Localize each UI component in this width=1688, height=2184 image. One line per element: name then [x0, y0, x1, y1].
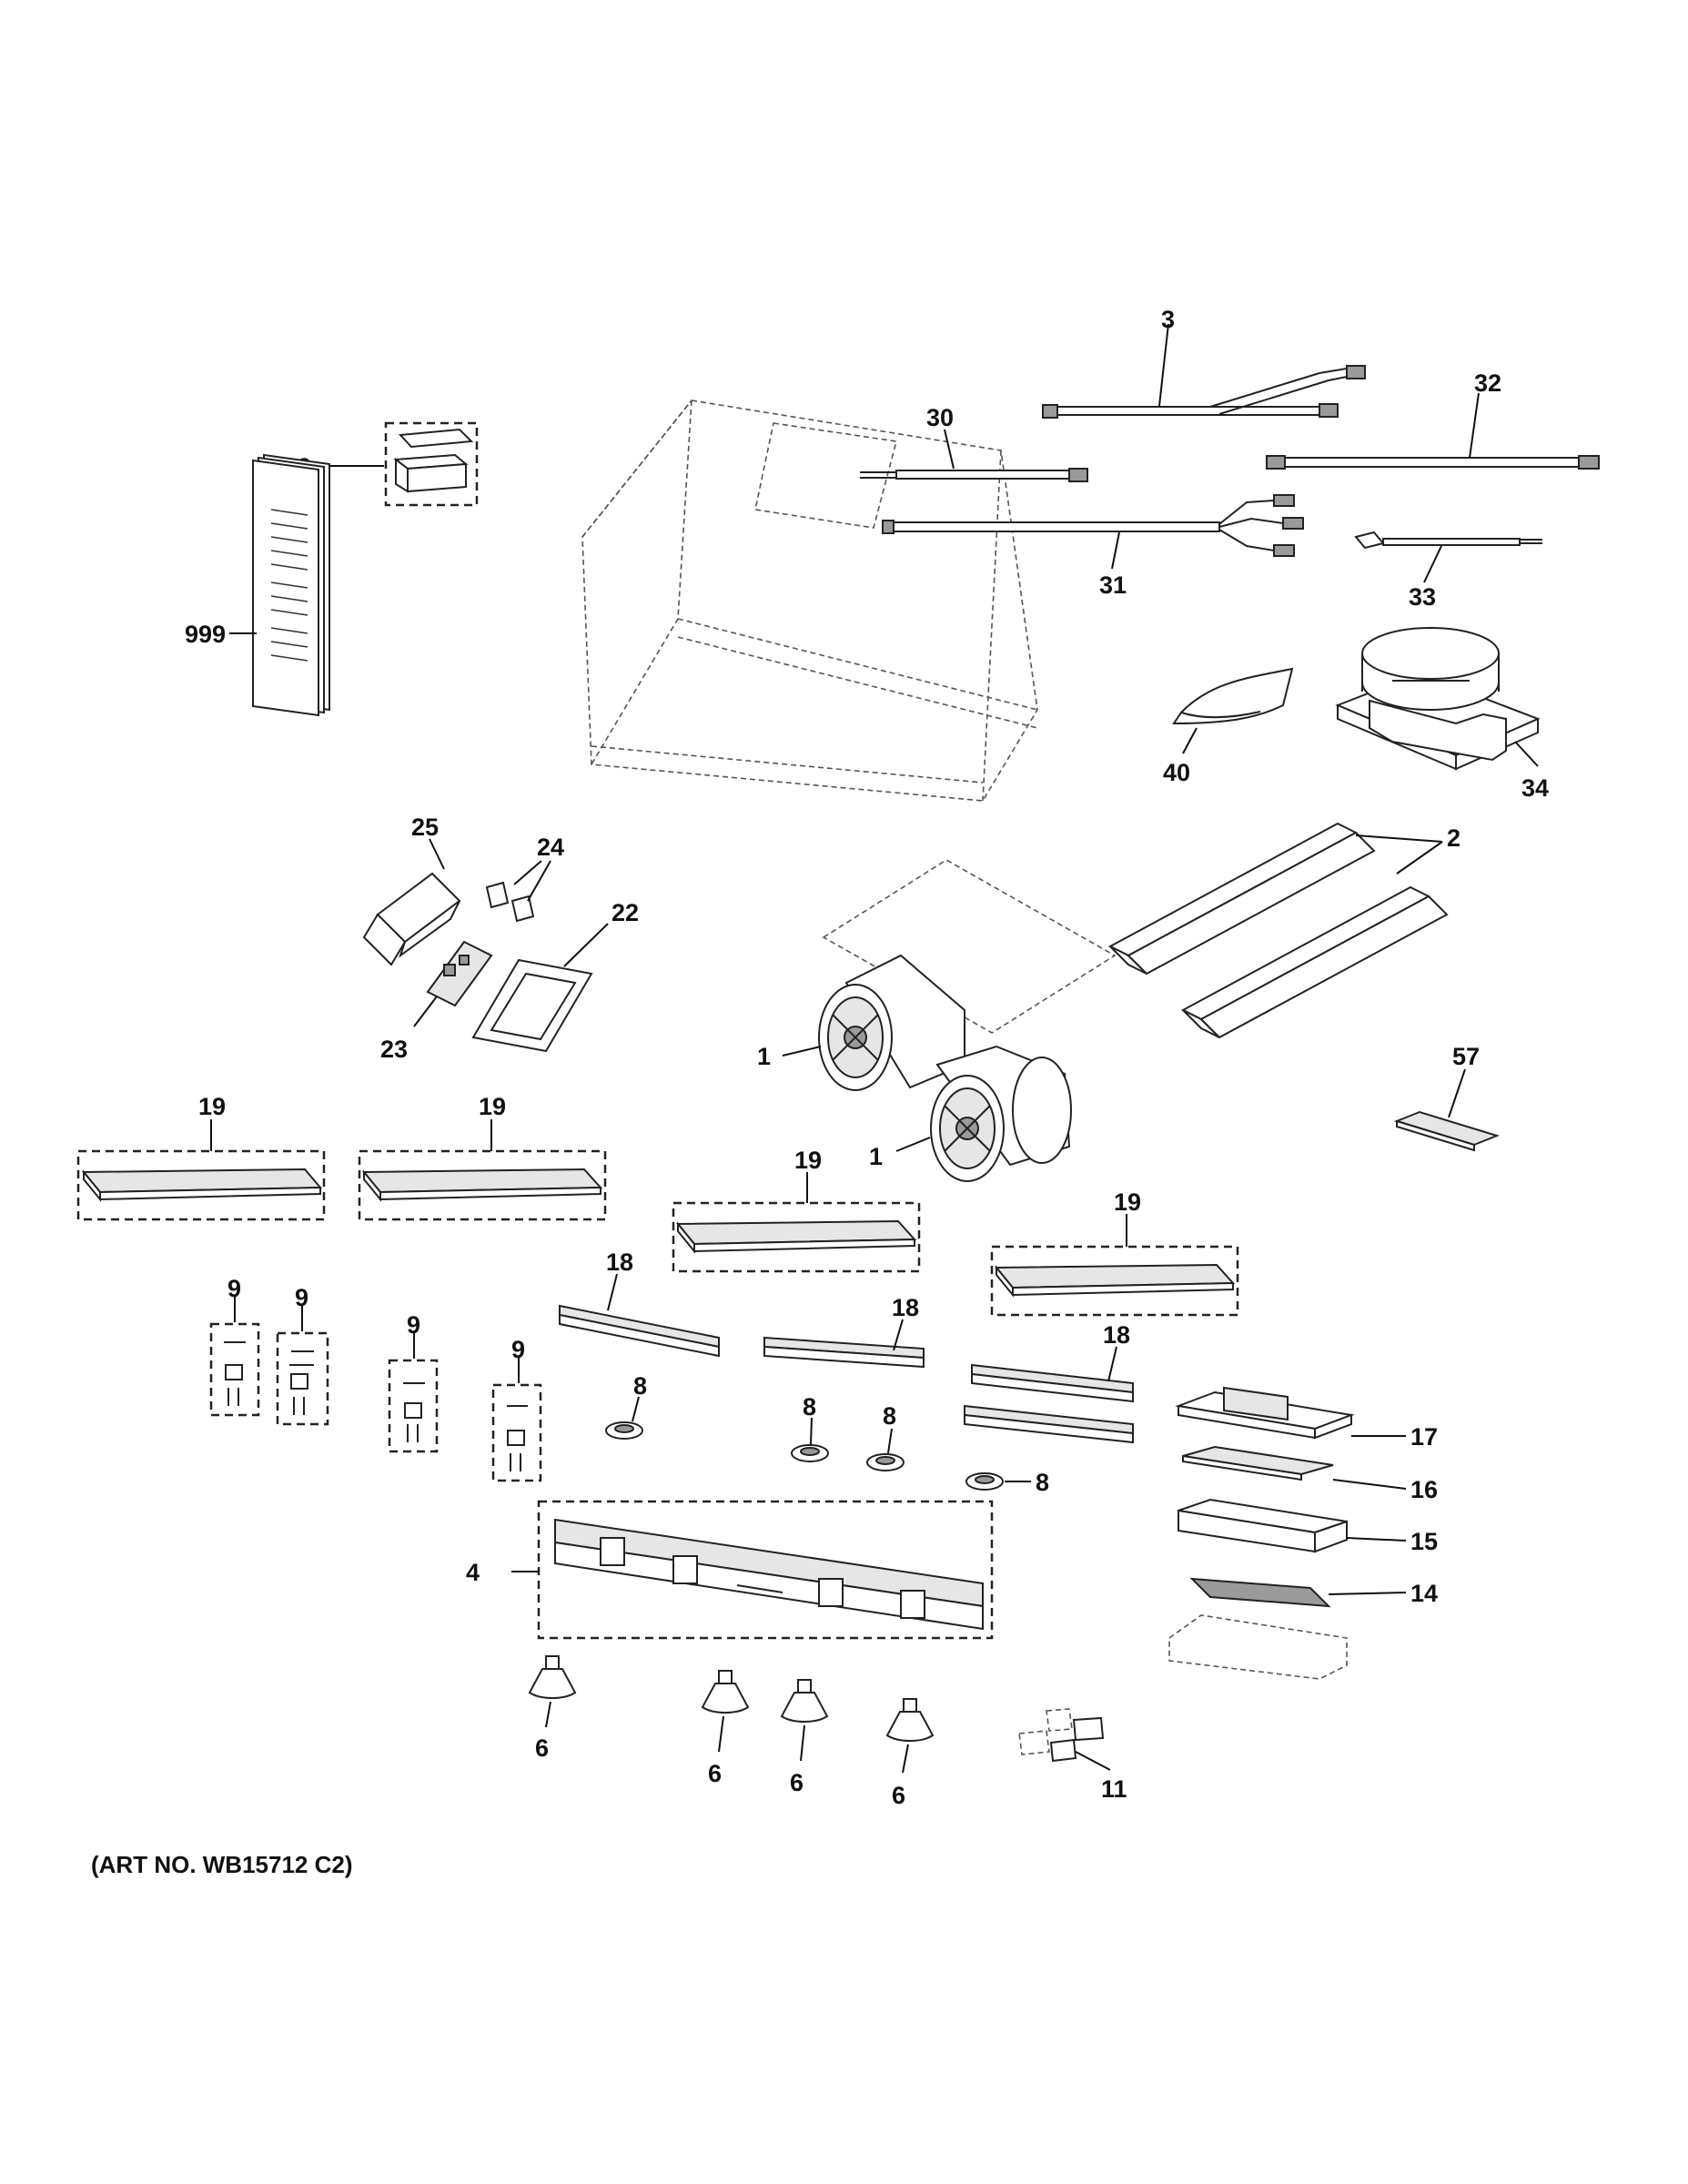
- part-23-control-board: 23: [380, 940, 493, 1063]
- part-6-bulb-3: 6: [780, 1679, 829, 1796]
- part-8-grommet-4: 8: [965, 1469, 1049, 1496]
- part-8-grommet-1: 8: [605, 1372, 647, 1440]
- part-32-wire-harness: 32: [1266, 369, 1600, 470]
- part-9-socket-4: 9: [491, 1336, 542, 1482]
- part-8-grommet-2: 8: [791, 1393, 829, 1462]
- part-19-filter-2: 19: [358, 1093, 607, 1221]
- part-999-manual: 999: [185, 453, 330, 717]
- callout-9-d: 9: [511, 1336, 525, 1363]
- callout-32: 32: [1474, 369, 1501, 397]
- callout-14: 14: [1410, 1580, 1438, 1607]
- callout-2: 2: [1447, 824, 1461, 852]
- part-9-socket-3: 9: [388, 1311, 439, 1453]
- callout-4: 4: [466, 1559, 480, 1586]
- callout-25: 25: [411, 814, 439, 841]
- callout-8-d: 8: [1036, 1469, 1049, 1496]
- control-bracket-dashed: [1168, 1614, 1348, 1680]
- callout-9-b: 9: [295, 1284, 308, 1311]
- part-1-blower-lower: 1: [869, 1045, 1072, 1182]
- part-14-keypad: 14: [1189, 1577, 1438, 1608]
- callout-19-d: 19: [1114, 1188, 1141, 1216]
- callout-1-lower: 1: [869, 1143, 883, 1170]
- part-6-bulb-4: 6: [885, 1698, 935, 1809]
- part-57-remote: 57: [1393, 1043, 1501, 1152]
- part-8-grommet-3: 8: [866, 1402, 905, 1471]
- callout-6-d: 6: [892, 1782, 905, 1809]
- callout-6-c: 6: [790, 1769, 804, 1796]
- part-4-light-bar: 4: [466, 1500, 994, 1640]
- part-19-filter-1: 19: [76, 1093, 326, 1221]
- callout-999: 999: [185, 621, 226, 648]
- part-3-wire-harness: 3: [1042, 306, 1366, 419]
- callout-18-b: 18: [892, 1294, 919, 1321]
- callout-24: 24: [537, 834, 564, 861]
- callout-8-b: 8: [803, 1393, 816, 1421]
- part-18-rail-1: 18: [559, 1249, 720, 1358]
- callout-9-a: 9: [227, 1275, 241, 1302]
- part-24-switches: 24: [485, 834, 564, 923]
- part-2-mounting-brackets: 2: [1107, 822, 1461, 1039]
- callout-11: 11: [1101, 1775, 1127, 1803]
- part-18-rail-3: 18: [964, 1321, 1134, 1444]
- callout-33: 33: [1409, 583, 1436, 611]
- callout-23: 23: [380, 1036, 408, 1063]
- callout-17: 17: [1410, 1423, 1438, 1451]
- callout-8-a: 8: [633, 1372, 647, 1400]
- part-19-filter-3: 19: [672, 1147, 921, 1273]
- callout-19-a: 19: [198, 1093, 226, 1120]
- callout-30: 30: [926, 404, 954, 431]
- callout-15: 15: [1410, 1528, 1438, 1555]
- callout-34: 34: [1521, 774, 1549, 802]
- callout-57: 57: [1452, 1043, 1480, 1070]
- part-33-wire-harness: 33: [1354, 531, 1542, 611]
- part-30-wire-harness: 30: [860, 404, 1088, 482]
- callout-1-upper: 1: [757, 1043, 771, 1070]
- callout-19-b: 19: [479, 1093, 506, 1120]
- part-6-bulb-1: 6: [528, 1655, 577, 1762]
- part-18-rail-2: 18: [763, 1294, 925, 1369]
- part-9-socket-1: 9: [209, 1275, 260, 1417]
- callout-6-b: 6: [708, 1760, 722, 1787]
- callout-6-a: 6: [535, 1734, 549, 1762]
- part-9-socket-2: 9: [276, 1284, 329, 1426]
- callout-9-c: 9: [407, 1311, 420, 1339]
- callout-18-c: 18: [1103, 1321, 1130, 1349]
- part-15-control-housing: 15: [1178, 1498, 1438, 1555]
- art-number-caption: (ART NO. WB15712 C2): [91, 1851, 353, 1878]
- callout-3: 3: [1161, 306, 1175, 333]
- part-6-bulb-2: 6: [701, 1670, 750, 1787]
- part-31-wire-harness: 31: [882, 494, 1304, 599]
- part-11-clips: 11: [1018, 1708, 1127, 1803]
- part-17-control-cover: 17: [1175, 1386, 1438, 1451]
- part-40-hardware-bag: 40: [1163, 667, 1294, 786]
- part-34-damper-collar: 34: [1335, 627, 1549, 802]
- callout-31: 31: [1099, 571, 1127, 599]
- part-19-filter-4: 19: [990, 1188, 1239, 1317]
- part-1-blower-upper: 1: [757, 954, 965, 1091]
- callout-40: 40: [1163, 759, 1190, 786]
- callout-22: 22: [612, 899, 639, 926]
- callout-8-c: 8: [883, 1402, 896, 1430]
- callout-16: 16: [1410, 1476, 1438, 1503]
- part-16-control-board: 16: [1182, 1445, 1438, 1503]
- hood-body-dashed: [581, 399, 1038, 802]
- part-22-trim-frame: 22: [471, 899, 639, 1053]
- part-25-control-housing: 25: [362, 814, 461, 966]
- callout-18-a: 18: [606, 1249, 633, 1276]
- callout-19-c: 19: [794, 1147, 822, 1174]
